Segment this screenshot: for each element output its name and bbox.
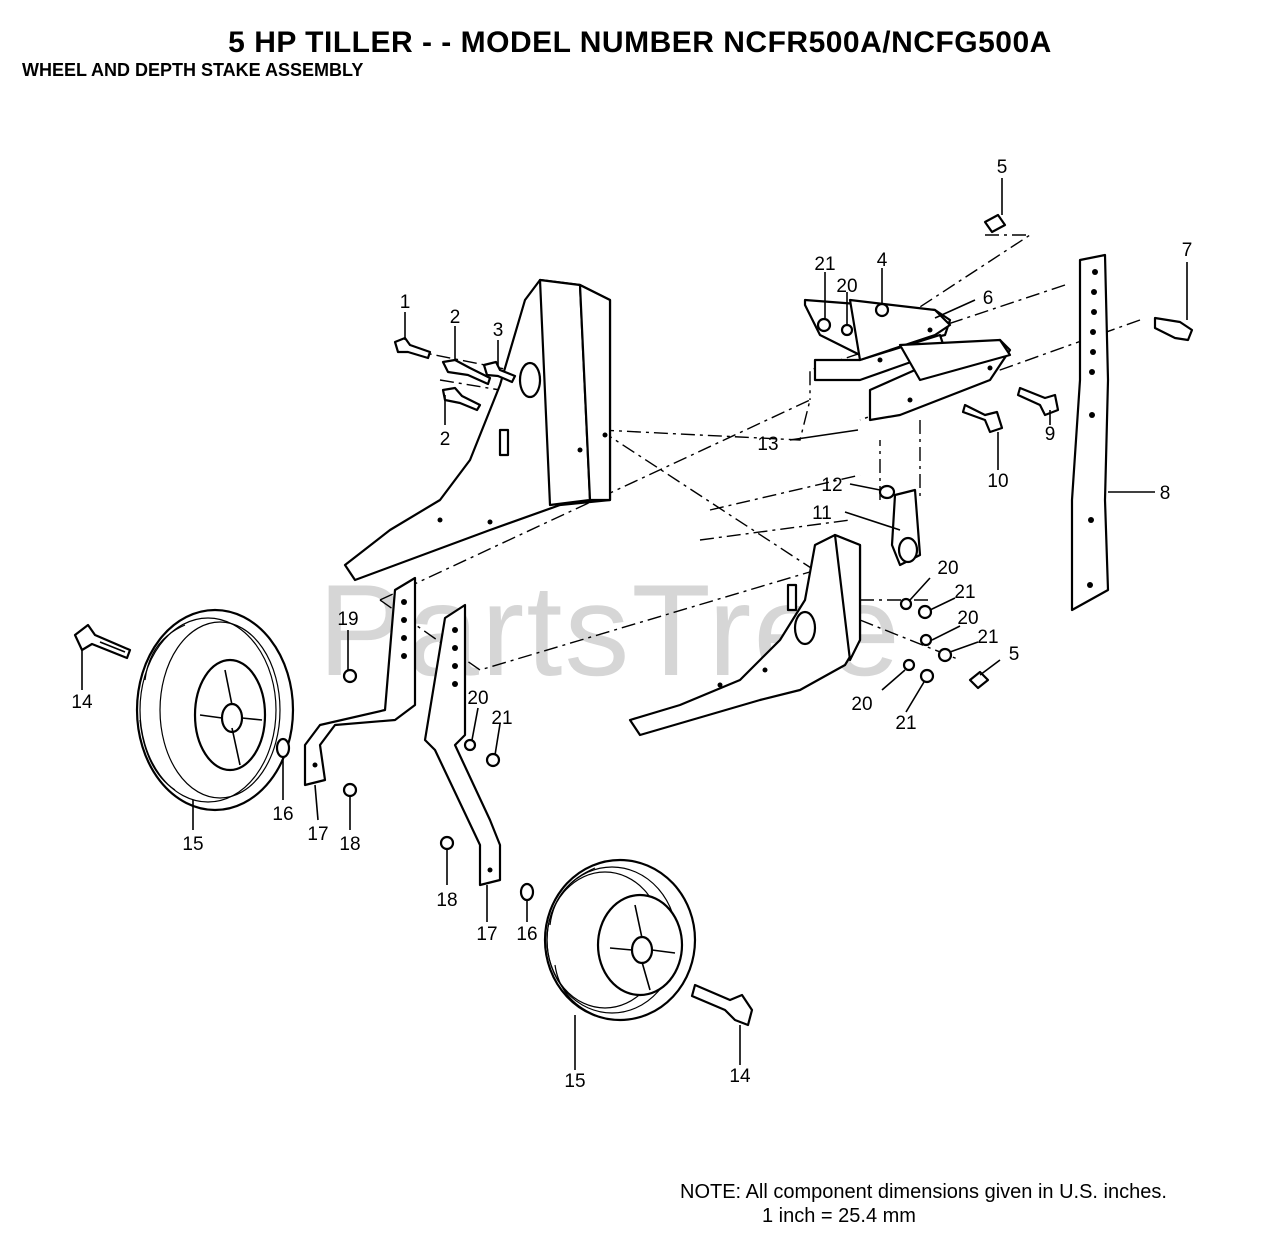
callout-20: 20 [836, 276, 857, 297]
callout-21: 21 [954, 582, 975, 603]
callout-15: 15 [564, 1071, 585, 1092]
callout-14: 14 [71, 692, 93, 713]
stake-support-plates [803, 298, 1012, 422]
wheel-bracket-right [423, 603, 502, 887]
callout-20: 20 [467, 688, 488, 709]
wheel-right [543, 858, 697, 1022]
callout-5: 5 [997, 157, 1008, 178]
callout-19: 19 [337, 609, 358, 630]
note-line-1: NOTE: All component dimensions given in … [680, 1181, 1167, 1203]
note-line-2: 1 inch = 25.4 mm [762, 1205, 916, 1227]
callout-8: 8 [1160, 483, 1171, 504]
callout-7: 7 [1182, 240, 1193, 261]
callout-21: 21 [814, 254, 835, 275]
callout-18: 18 [339, 834, 360, 855]
diagram-title: 5 HP TILLER - - MODEL NUMBER NCFR500A/NC… [228, 26, 1052, 59]
wheel-bracket-left [303, 576, 417, 787]
depth-stake [1070, 253, 1110, 612]
callout-10: 10 [987, 471, 1008, 492]
callout-4: 4 [877, 250, 888, 271]
callout-5: 5 [1009, 644, 1020, 665]
callout-11: 11 [812, 503, 832, 524]
lock-pin [890, 488, 922, 567]
callout-21: 21 [491, 708, 512, 729]
callout-3: 3 [493, 320, 504, 341]
callout-2: 2 [450, 307, 461, 328]
callout-15: 15 [182, 834, 203, 855]
callout-16: 16 [272, 804, 293, 825]
callout-13: 13 [757, 434, 778, 455]
hardware-fasteners [73, 213, 1194, 1027]
leader-lines [81, 178, 1188, 1070]
callout-labels: 1 2 2 3 4 5 5 6 7 8 9 10 11 12 13 14 14 … [71, 157, 1192, 1092]
left-frame-bracket [343, 278, 612, 582]
callout-2: 2 [440, 429, 451, 450]
wheel-left [135, 608, 295, 812]
callout-1: 1 [400, 292, 411, 313]
callout-21: 21 [895, 713, 916, 734]
callout-12: 12 [821, 475, 842, 496]
callout-16: 16 [516, 924, 537, 945]
callout-20: 20 [957, 608, 978, 629]
dimension-note: NOTE: All component dimensions given in … [680, 1180, 1167, 1228]
callout-9: 9 [1045, 424, 1056, 445]
callout-17: 17 [307, 824, 328, 845]
callout-20: 20 [937, 558, 958, 579]
callout-18: 18 [436, 890, 457, 911]
diagram-subtitle: WHEEL AND DEPTH STAKE ASSEMBLY [22, 60, 364, 80]
callout-14: 14 [729, 1066, 751, 1087]
callout-17: 17 [476, 924, 497, 945]
callout-20: 20 [851, 694, 872, 715]
callout-21: 21 [977, 627, 998, 648]
right-frame-bracket [628, 533, 862, 737]
callout-6: 6 [983, 288, 994, 309]
